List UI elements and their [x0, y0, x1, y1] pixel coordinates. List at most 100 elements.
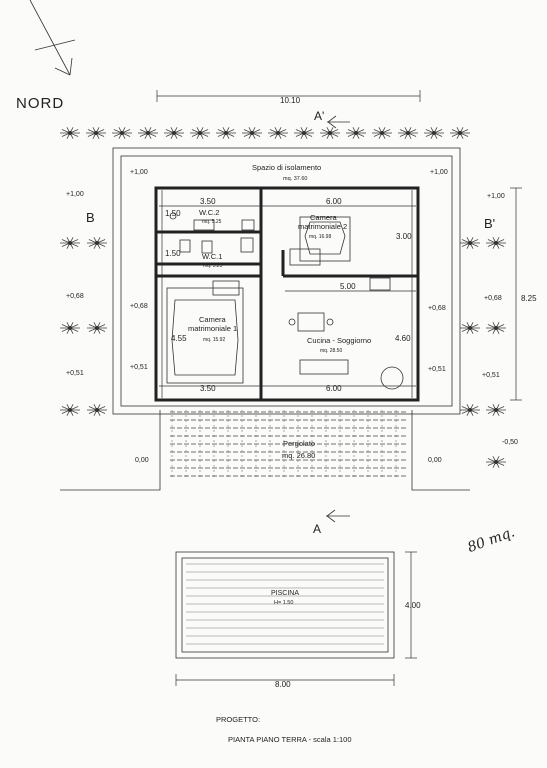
top-dimension-line [156, 90, 421, 102]
tree-icon [294, 127, 314, 139]
tree-icon [190, 127, 210, 139]
dim-cucina-bottom: 6.00 [326, 384, 342, 393]
north-arrow-icon [29, 0, 76, 76]
camera2-name-line2: matrimoniale 2 [298, 222, 347, 231]
level-left-051-inner: +0,51 [130, 364, 148, 371]
pool-outline [175, 551, 395, 659]
tree-icon [486, 237, 506, 249]
dim-cucina-depth: 4.60 [395, 334, 411, 343]
tree-icon [216, 127, 236, 139]
level-outer-right-1: +1,00 [487, 193, 505, 200]
pool-width-label: 8.00 [275, 680, 291, 689]
building-outline [154, 186, 420, 402]
camera2-area: mq. 16.98 [309, 234, 331, 240]
pool-name: PISCINA [271, 590, 299, 597]
dim-camera1-depth: 4.55 [171, 334, 187, 343]
tree-icon [87, 322, 107, 334]
overall-width-label: 10.10 [280, 96, 301, 105]
section-a-top-label: A' [314, 109, 324, 123]
isolation-inner-boundary [120, 155, 453, 407]
level-right-068-outer: +0,68 [484, 295, 502, 302]
dim-wc2-width: 3.50 [200, 197, 216, 206]
tree-icon [460, 404, 480, 416]
isolation-room-area: mq. 37.60 [283, 176, 307, 182]
level-right-000: 0,00 [428, 457, 442, 464]
tree-icon [346, 127, 366, 139]
tree-icon [398, 127, 418, 139]
tree-icon [138, 127, 158, 139]
level-right-068-inner: +0,68 [428, 305, 446, 312]
tree-icon [460, 237, 480, 249]
tree-icon [450, 127, 470, 139]
dim-cucina-width: 5.00 [340, 282, 356, 291]
tree-icon [268, 127, 288, 139]
handwritten-area-note: 80 mq. [465, 524, 516, 556]
terrace-outline [60, 410, 470, 491]
tree-icon [486, 456, 506, 468]
tree-icon [486, 404, 506, 416]
section-a-top-arrow-icon [327, 115, 350, 129]
tree-icon [60, 127, 80, 139]
level-left-051-outer: +0,51 [66, 370, 84, 377]
dim-wc2-depth: 1.50 [165, 209, 181, 218]
level-left-068-outer: +0,68 [66, 293, 84, 300]
drawing-title: PIANTA PIANO TERRA - scala 1:100 [228, 735, 352, 744]
level-top-left: +1,00 [130, 169, 148, 176]
right-dimension-line [510, 187, 522, 401]
section-b-left-label: B [86, 210, 95, 225]
section-a-bottom-arrow-icon [326, 509, 350, 523]
tree-icon [87, 237, 107, 249]
pergola-area: mq. 26.80 [282, 451, 315, 460]
section-b-right-label: B' [484, 216, 495, 231]
pool-depth-dimension [405, 551, 417, 659]
cucina-name: Cucina - Soggiorno [307, 336, 371, 345]
dim-living-width: 6.00 [326, 197, 342, 206]
pergola-name: Pergolato [283, 439, 315, 448]
tree-icon [112, 127, 132, 139]
pool-width-dimension [175, 674, 395, 686]
level-right-051-outer: +0,51 [482, 372, 500, 379]
dim-camera1-bottom: 3.50 [200, 384, 216, 393]
level-left-000: 0,00 [135, 457, 149, 464]
pool-water-lines [186, 563, 384, 645]
tree-icon [60, 322, 80, 334]
level-top-right: +1,00 [430, 169, 448, 176]
level-right-051-inner: +0,51 [428, 366, 446, 373]
wc1-name: W.C.1 [202, 252, 222, 261]
interior-walls [157, 189, 418, 399]
tree-icon [60, 237, 80, 249]
tree-icon [164, 127, 184, 139]
isolation-zone-boundary [112, 147, 461, 415]
interior-dimension-lines [159, 190, 416, 398]
tree-icon [242, 127, 262, 139]
tree-icon [460, 322, 480, 334]
tree-icon [424, 127, 444, 139]
tree-icon [86, 127, 106, 139]
tree-icon [320, 127, 340, 139]
elevation-markers: +1,00 +1,00 +1,00 +1,00 +0,68 +0,68 +0,6… [66, 169, 518, 464]
pool-depth: H= 1.50 [274, 600, 293, 606]
wc2-area: mq. 5.25 [202, 219, 222, 225]
level-right-neg: -0,50 [502, 439, 518, 446]
furniture [166, 212, 404, 390]
dim-camera2-depth: 3.00 [396, 232, 412, 241]
overall-depth-label: 8.25 [521, 294, 537, 303]
level-left-068-inner: +0,68 [130, 303, 148, 310]
section-a-bottom-label: A [313, 522, 321, 536]
tree-icon [372, 127, 392, 139]
tree-icon [87, 404, 107, 416]
tree-icon [60, 404, 80, 416]
camera1-name-line2: matrimoniale 1 [188, 324, 237, 333]
pool-depth-label: 4.00 [405, 601, 421, 610]
isolation-room-name: Spazio di isolamento [252, 163, 321, 172]
level-outer-left-1: +1,00 [66, 191, 84, 198]
cucina-area: mq. 28.50 [320, 348, 342, 354]
tree-icon [486, 322, 506, 334]
wc1-area: mq. 5.25 [203, 263, 223, 269]
dim-wc1-depth: 1.50 [165, 249, 181, 258]
pool-inner [181, 557, 389, 653]
project-label: PROGETTO: [216, 715, 260, 724]
camera1-name-line1: Camera [199, 315, 227, 324]
tree-vegetation [60, 127, 506, 468]
